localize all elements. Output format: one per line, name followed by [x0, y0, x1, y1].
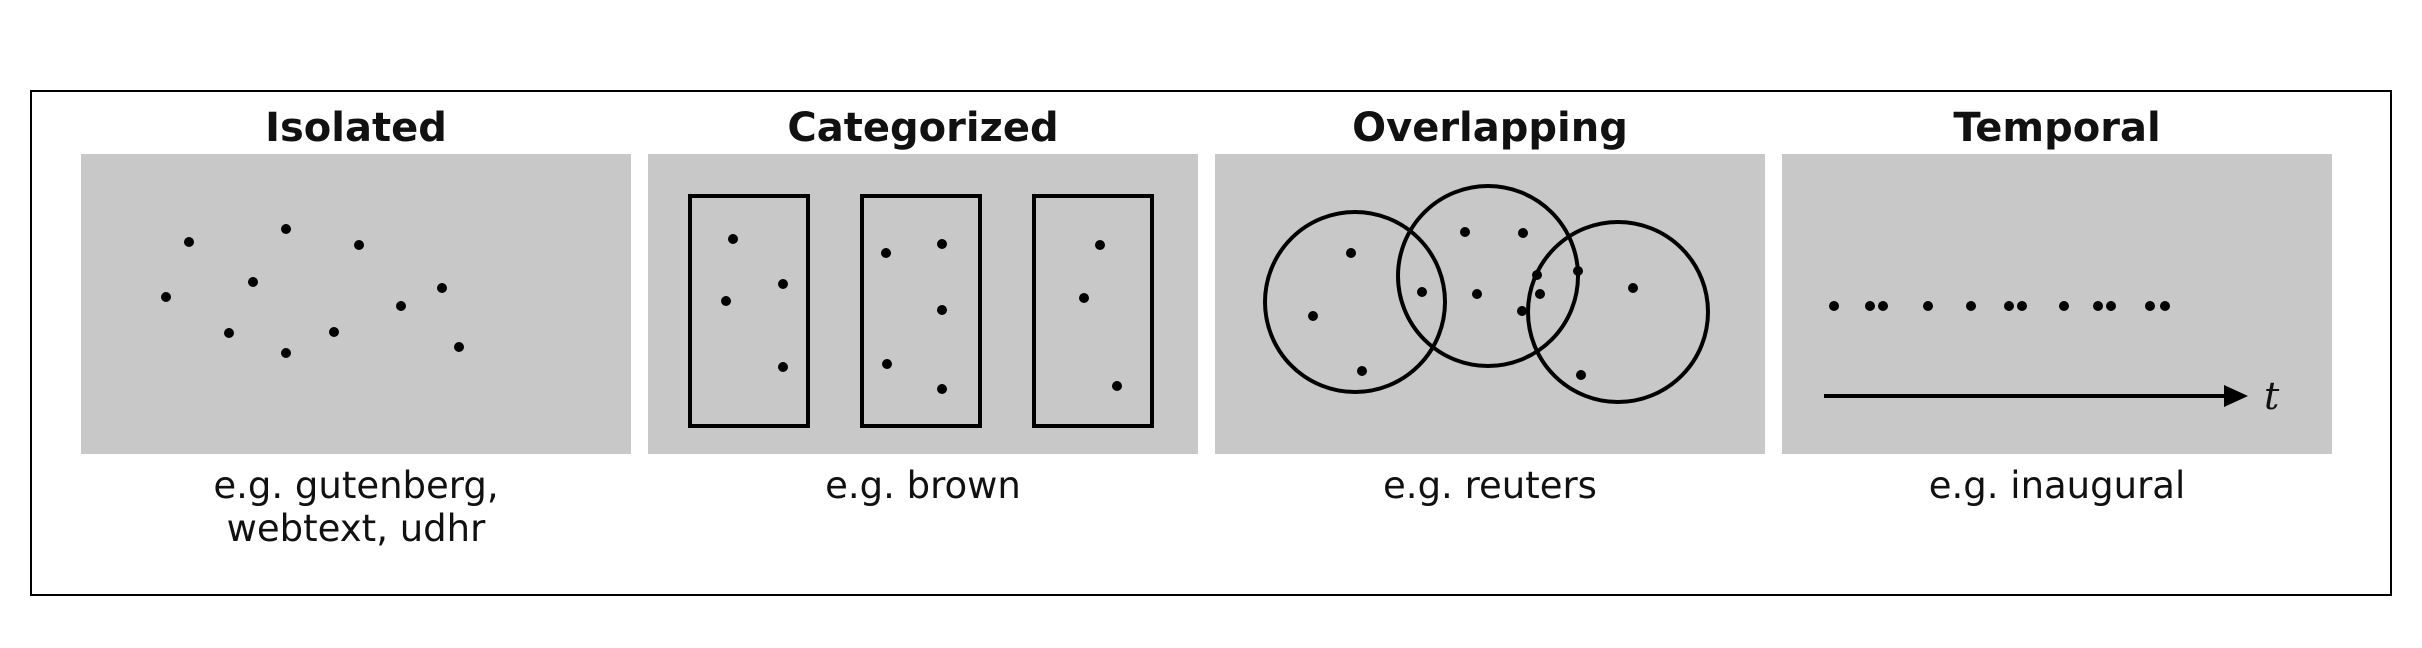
- temporal-sequence: t: [1824, 301, 2280, 418]
- categorized-groups: [688, 194, 1154, 428]
- document-dot: [2059, 301, 2069, 311]
- panel-caption: e.g. inaugural: [1928, 464, 2186, 507]
- time-axis-label: t: [2264, 374, 2280, 418]
- category-circle: [1396, 184, 1580, 368]
- panel-illustration: [648, 154, 1198, 454]
- panel-caption: e.g. gutenberg, webtext, udhr: [213, 464, 499, 550]
- document-dot: [281, 348, 291, 358]
- document-dot: [1865, 301, 1875, 311]
- document-dot: [881, 248, 891, 258]
- arrow-head: [2224, 385, 2248, 407]
- document-dot: [1460, 227, 1470, 237]
- document-dot: [224, 328, 234, 338]
- panel-overlapping: Overlapping e.g. reuters: [1215, 92, 1765, 598]
- document-dot: [1472, 289, 1482, 299]
- document-dot: [728, 234, 738, 244]
- document-dot: [1628, 283, 1638, 293]
- document-dot: [1517, 306, 1527, 316]
- document-dot: [721, 296, 731, 306]
- document-dot: [778, 279, 788, 289]
- document-dot: [2004, 301, 2014, 311]
- document-dot: [2093, 301, 2103, 311]
- category-box: [1032, 194, 1154, 428]
- document-dot: [1966, 301, 1976, 311]
- document-dot: [2017, 301, 2027, 311]
- panel-illustration: t: [1782, 154, 2332, 454]
- panel-title: Categorized: [787, 105, 1059, 151]
- document-dot: [1357, 366, 1367, 376]
- panel-illustration: [81, 154, 631, 454]
- document-dot: [281, 224, 291, 234]
- category-box: [860, 194, 982, 428]
- document-dot: [354, 240, 364, 250]
- document-dot-row: [1829, 301, 2170, 311]
- document-dot: [1518, 228, 1528, 238]
- document-dot: [2160, 301, 2170, 311]
- document-dot: [161, 292, 171, 302]
- category-box: [688, 194, 810, 428]
- panel-illustration: [1215, 154, 1765, 454]
- document-dot: [1532, 270, 1542, 280]
- document-dot: [454, 342, 464, 352]
- document-dot: [2145, 301, 2155, 311]
- category-circle: [1526, 220, 1710, 404]
- document-dot: [1079, 293, 1089, 303]
- panel-categorized: Categorized e.g. brown: [648, 92, 1198, 598]
- document-dot: [2106, 301, 2116, 311]
- document-dot: [882, 359, 892, 369]
- document-dot: [1878, 301, 1888, 311]
- figure-frame: Isolated e.g. gutenberg, webtext, udhr C…: [30, 90, 2392, 596]
- document-dot: [1308, 311, 1318, 321]
- panel-temporal: Temporal t: [1782, 92, 2332, 598]
- isolated-scatter: [161, 224, 464, 358]
- document-dot: [1829, 301, 1839, 311]
- document-dot: [778, 362, 788, 372]
- document-dot: [184, 237, 194, 247]
- document-dot: [1535, 289, 1545, 299]
- document-dot: [329, 327, 339, 337]
- document-dot: [248, 277, 258, 287]
- document-dot: [1346, 248, 1356, 258]
- document-dot: [937, 305, 947, 315]
- category-circle: [1263, 210, 1447, 394]
- document-dot: [1923, 301, 1933, 311]
- panel-title: Temporal: [1953, 105, 2161, 151]
- document-dot: [437, 283, 447, 293]
- panel-caption: e.g. brown: [825, 464, 1021, 507]
- panel-title: Overlapping: [1352, 105, 1628, 151]
- document-dot: [1417, 287, 1427, 297]
- document-dot: [396, 301, 406, 311]
- panel-caption: e.g. reuters: [1383, 464, 1597, 507]
- document-dot: [1112, 381, 1122, 391]
- document-dot: [937, 239, 947, 249]
- overlapping-groups: [1263, 184, 1710, 404]
- document-dot: [937, 384, 947, 394]
- panel-title: Isolated: [265, 105, 447, 151]
- document-dot: [1573, 266, 1583, 276]
- document-dot: [1576, 370, 1586, 380]
- panel-isolated: Isolated e.g. gutenberg, webtext, udhr: [81, 92, 631, 598]
- document-dot: [1095, 240, 1105, 250]
